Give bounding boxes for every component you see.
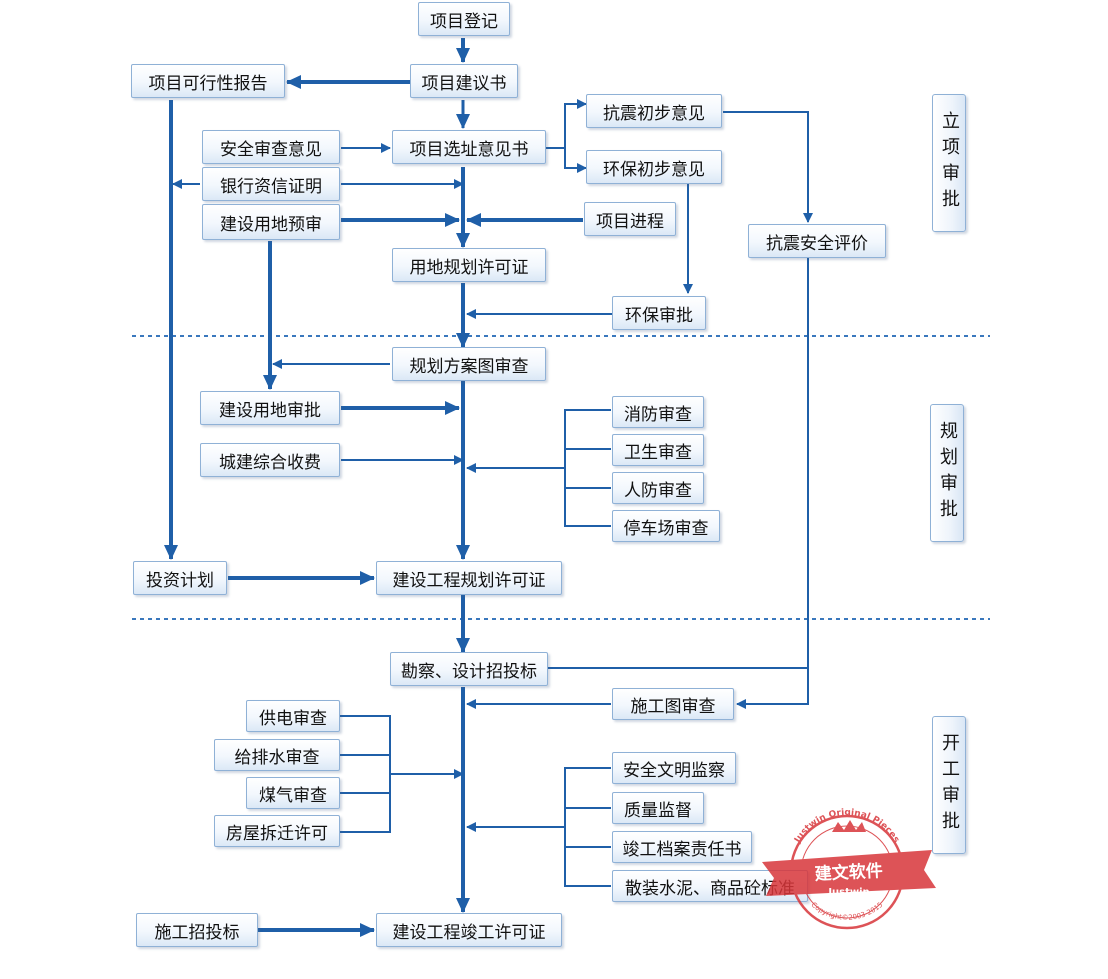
node-gas-review: 煤气审查 xyxy=(246,777,340,809)
node-completion-permit: 建设工程竣工许可证 xyxy=(376,913,562,947)
node-land-pre-review: 建设用地预审 xyxy=(202,204,340,240)
node-civil-defense-review: 人防审查 xyxy=(612,472,704,504)
node-seismic-evaluation: 抗震安全评价 xyxy=(748,224,886,258)
node-land-approval: 建设用地审批 xyxy=(200,391,340,425)
stage-label-planning: 规划审批 xyxy=(930,404,964,542)
bracket-planning-reviews xyxy=(564,409,611,527)
node-parking-review: 停车场审查 xyxy=(612,510,720,542)
arrow-site-to-seismic xyxy=(540,99,587,149)
stage-label-construction: 开工审批 xyxy=(932,716,966,854)
node-survey-design-bidding: 勘察、设计招投标 xyxy=(390,652,548,686)
node-seismic-prelim: 抗震初步意见 xyxy=(586,94,722,128)
node-env-prelim: 环保初步意见 xyxy=(586,150,722,184)
stamp-logo: Justwin xyxy=(827,887,869,898)
node-archive-responsibility: 竣工档案责任书 xyxy=(612,831,752,863)
watermark-stamp: Justwin Original Pieces Copyright©2003-2… xyxy=(762,808,936,930)
node-quality-supervision: 质量监督 xyxy=(612,792,704,824)
node-fire-review: 消防审查 xyxy=(612,396,704,428)
svg-text:Copyright©2003-2015: Copyright©2003-2015 xyxy=(810,901,885,922)
bracket-supervision-reviews xyxy=(564,767,611,887)
node-power-review: 供电审查 xyxy=(246,700,340,732)
node-demolition-permit: 房屋拆迁许可 xyxy=(214,815,340,847)
node-feasibility-report: 项目可行性报告 xyxy=(131,64,285,98)
node-project-proposal: 项目建议书 xyxy=(410,64,518,98)
node-construction-bidding: 施工招投标 xyxy=(136,913,258,947)
node-scheme-review: 规划方案图审查 xyxy=(392,347,546,381)
node-investment-plan: 投资计划 xyxy=(133,561,227,595)
arrow-seismic-to-eval xyxy=(723,111,813,223)
node-project-registration: 项目登记 xyxy=(418,2,510,36)
arrow-site-to-env xyxy=(564,148,587,173)
node-drawing-review: 施工图审查 xyxy=(612,688,734,720)
node-sanitation-review: 卫生审查 xyxy=(612,434,704,466)
stamp-center-text: 建文软件 xyxy=(814,860,883,885)
node-urban-fee: 城建综合收费 xyxy=(200,443,340,477)
node-engineering-permit: 建设工程规划许可证 xyxy=(376,561,562,595)
node-safety-supervision: 安全文明监察 xyxy=(612,752,736,784)
node-site-opinion: 项目选址意见书 xyxy=(392,130,546,164)
arrow-seismiceval-to-drawing xyxy=(736,258,809,709)
node-bank-credit: 银行资信证明 xyxy=(202,167,340,201)
bracket-utility-reviews xyxy=(340,715,391,833)
node-safety-opinion: 安全审查意见 xyxy=(202,130,340,164)
crown-icon xyxy=(832,820,866,832)
node-project-progress: 项目进程 xyxy=(584,202,676,236)
node-land-planning-permit: 用地规划许可证 xyxy=(392,248,546,282)
stamp-bottom-text: Copyright©2003-2015 xyxy=(810,901,885,922)
node-water-review: 给排水审查 xyxy=(214,739,340,771)
node-env-approval: 环保审批 xyxy=(612,296,706,330)
stage-label-approval: 立项审批 xyxy=(932,94,966,232)
